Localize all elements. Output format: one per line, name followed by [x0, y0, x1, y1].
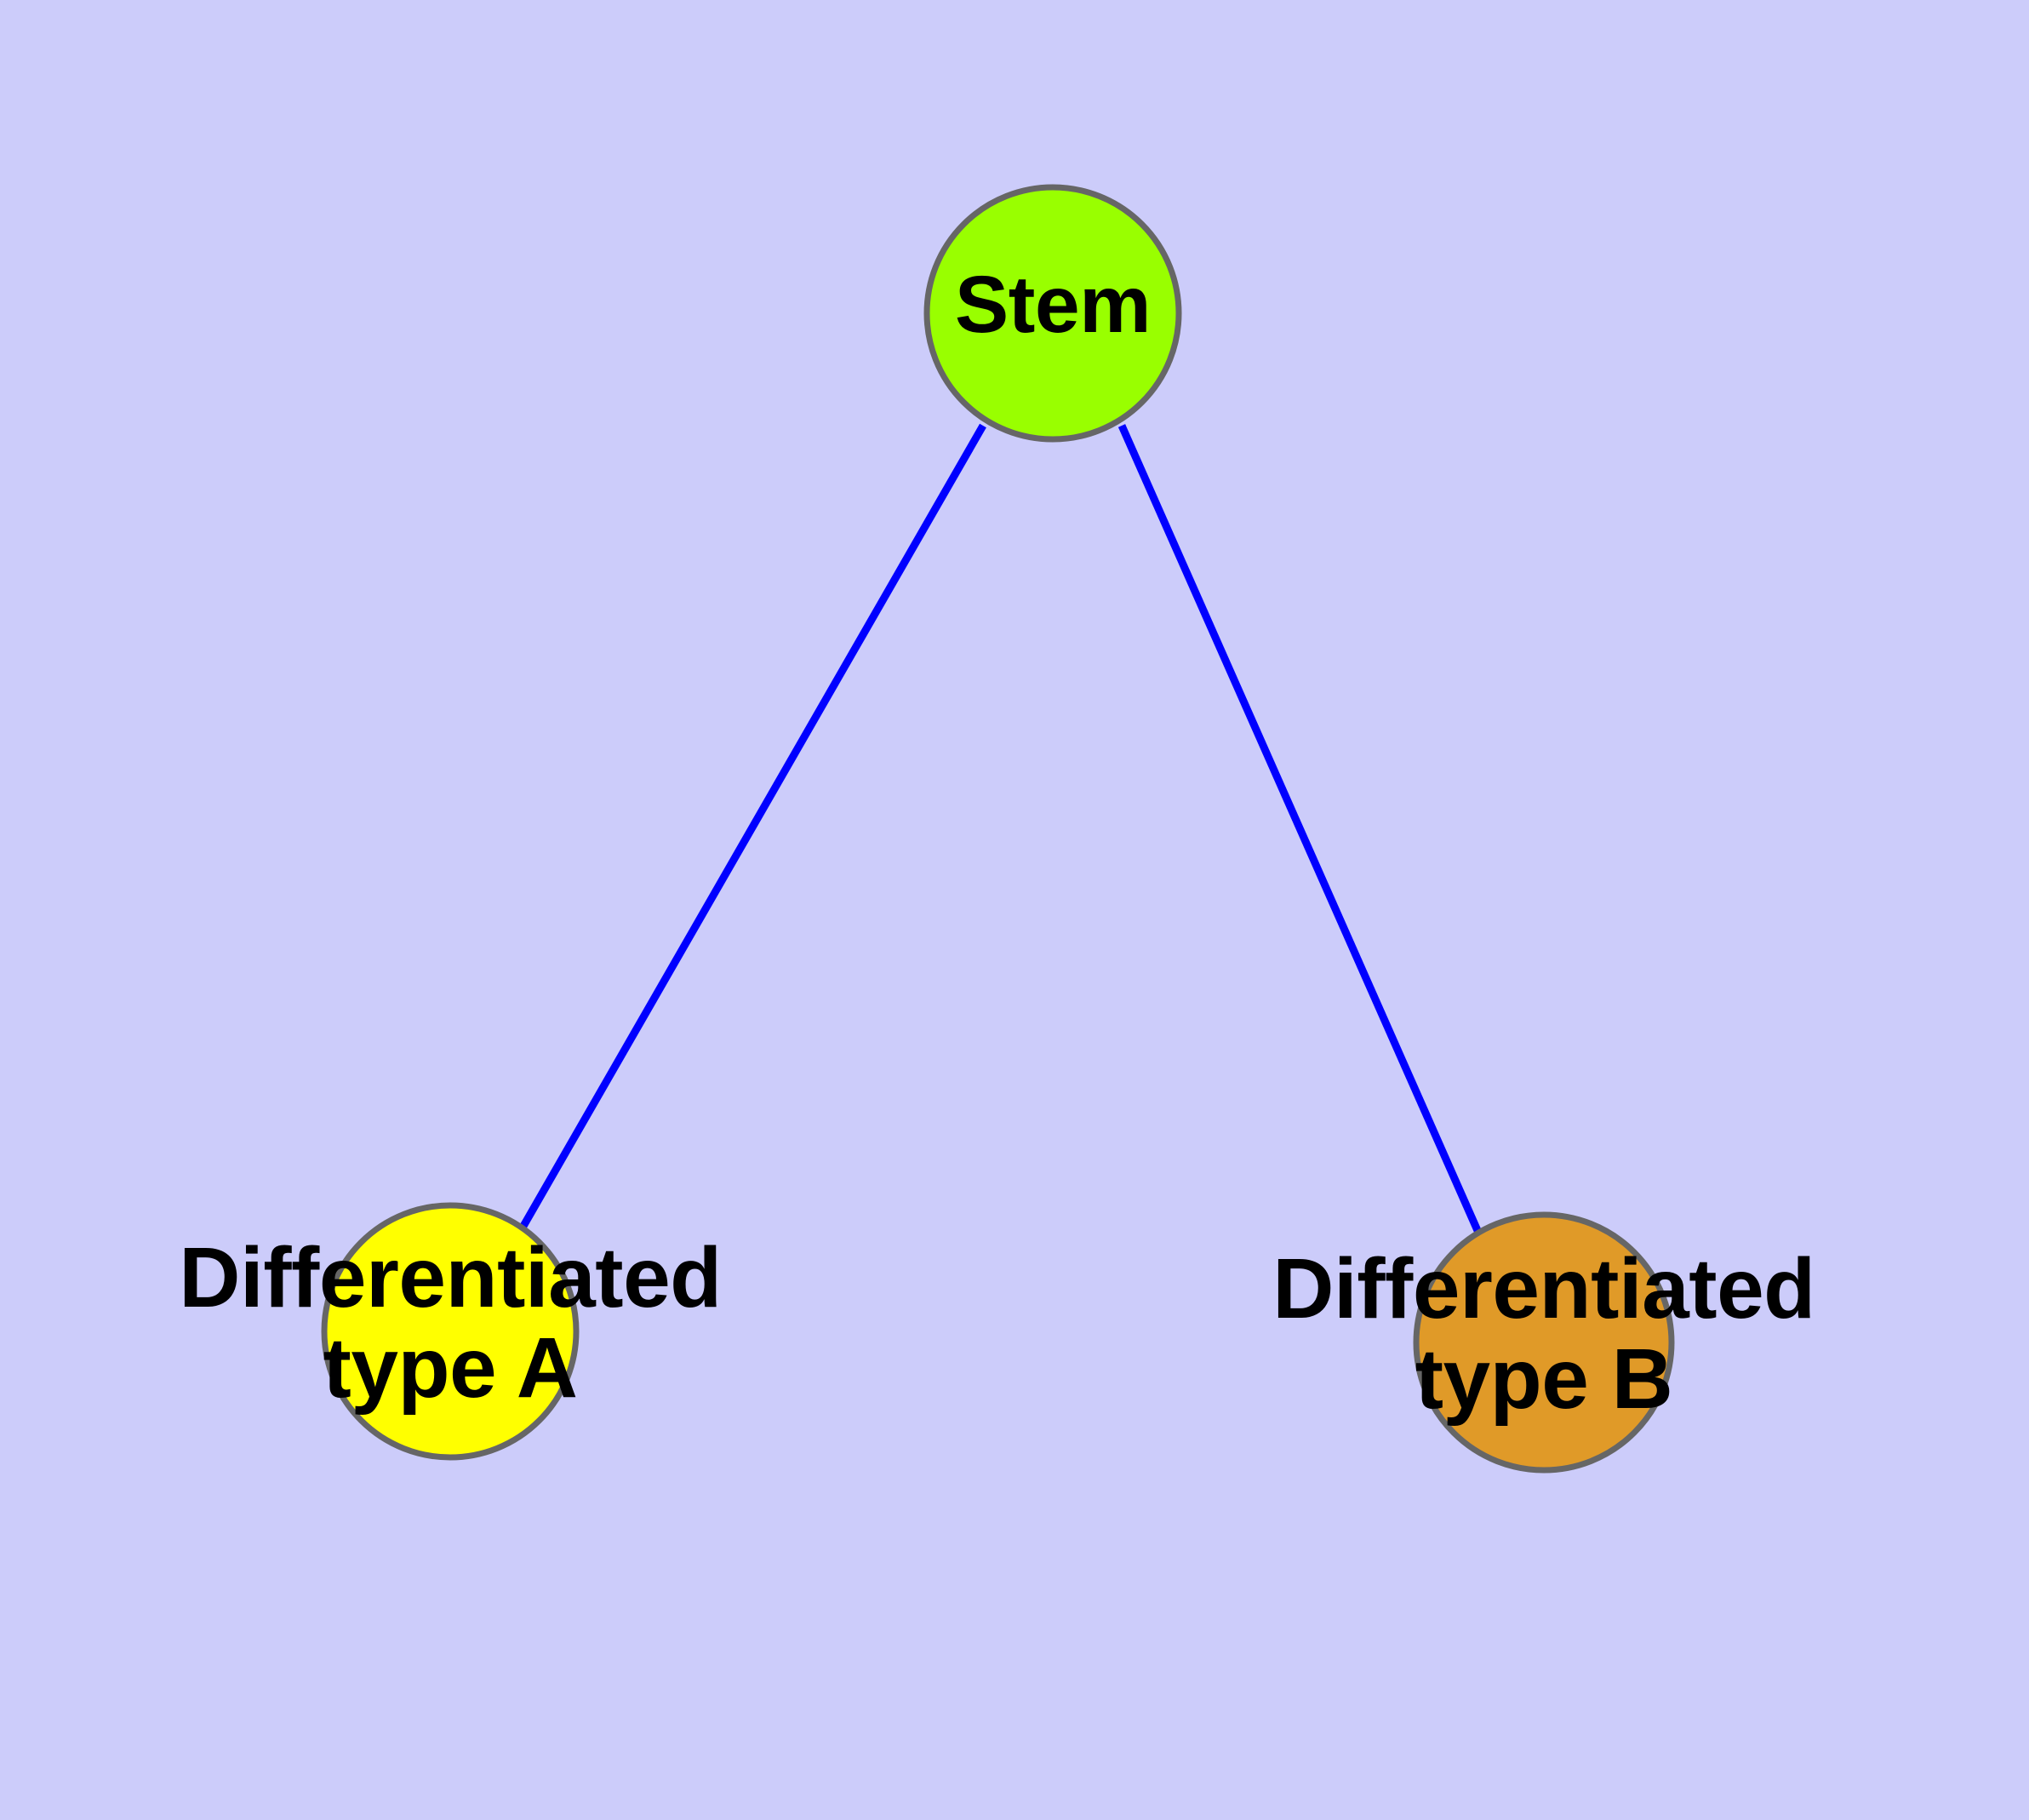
edge-stem-to-diff-a — [519, 423, 986, 1230]
node-layer — [321, 184, 1675, 1474]
node-circle-diff-a[interactable] — [321, 1202, 580, 1461]
node-circle-stem[interactable] — [923, 184, 1182, 443]
node-circle-diff-b[interactable] — [1413, 1211, 1675, 1474]
edge-layer — [519, 423, 1483, 1236]
edge-stem-to-diff-b — [1117, 424, 1483, 1236]
